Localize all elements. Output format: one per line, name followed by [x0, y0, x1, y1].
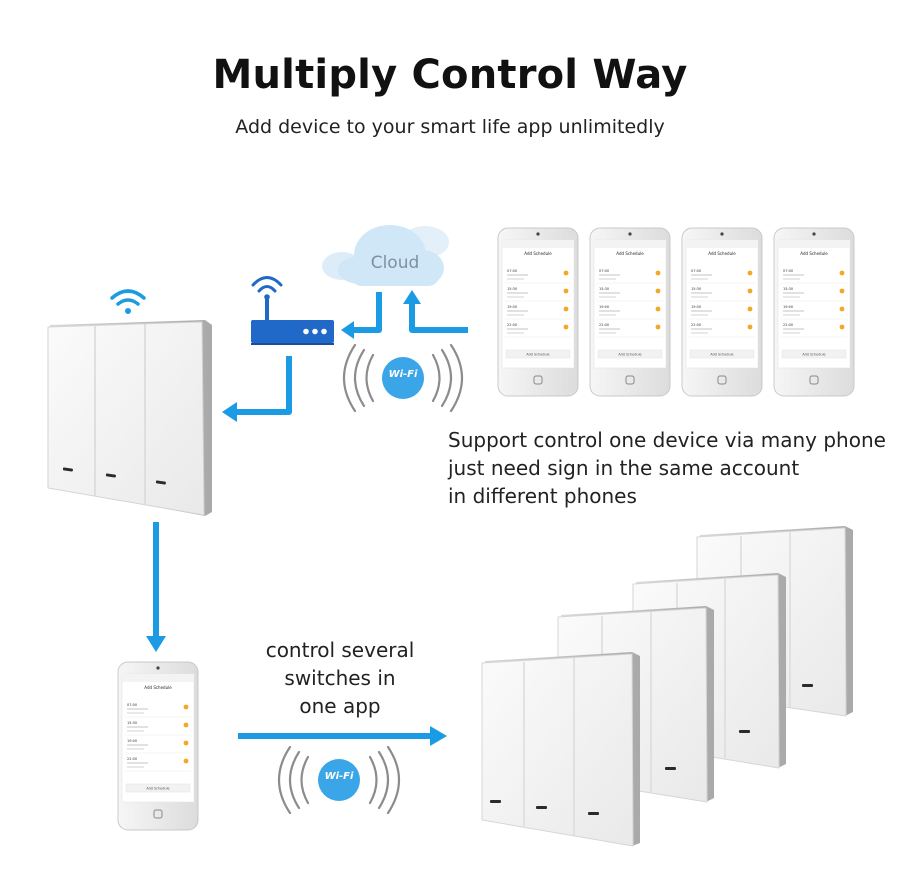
toggle-icon	[748, 325, 753, 330]
toggle-icon	[564, 307, 569, 312]
schedule-time: 15:30	[783, 287, 793, 291]
caption-line: control several	[250, 636, 430, 664]
caption-line: in different phones	[448, 482, 886, 510]
schedule-time: 15:30	[599, 287, 609, 291]
main-switch-panel	[48, 320, 212, 516]
schedule-time: 07:00	[507, 269, 517, 273]
schedule-time: 07:00	[127, 703, 137, 707]
schedule-time: 19:00	[691, 305, 701, 309]
schedule-time: 07:00	[691, 269, 701, 273]
add-schedule-button: Add Schedule	[710, 353, 733, 357]
caption-line: Support control one device via many phon…	[448, 426, 886, 454]
toggle-icon	[656, 325, 661, 330]
toggle-icon	[748, 307, 753, 312]
wifi-signal-icon	[112, 291, 144, 314]
wifi-badge-label-2: Wi-Fi	[320, 771, 358, 782]
toggle-icon	[840, 307, 845, 312]
caption-line: just need sign in the same account	[448, 454, 886, 482]
schedule-time: 22:00	[127, 757, 137, 761]
schedule-time: 07:00	[783, 269, 793, 273]
toggle-icon	[840, 289, 845, 294]
schedule-time: 07:00	[599, 269, 609, 273]
multi-phone-caption: Support control one device via many phon…	[448, 426, 886, 510]
toggle-icon	[748, 289, 753, 294]
add-schedule-button: Add Schedule	[618, 353, 641, 357]
toggle-icon	[184, 741, 189, 746]
schedule-time: 22:00	[599, 323, 609, 327]
toggle-icon	[656, 289, 661, 294]
toggle-icon	[564, 289, 569, 294]
cloud-label: Cloud	[360, 253, 430, 273]
phone-screen-title: Add Schedule	[800, 251, 828, 256]
schedule-time: 15:30	[691, 287, 701, 291]
switch-panel-1	[482, 652, 640, 846]
schedule-time: 19:00	[599, 305, 609, 309]
toggle-icon	[184, 759, 189, 764]
phone-screen-title: Add Schedule	[144, 685, 172, 690]
toggle-icon	[840, 325, 845, 330]
caption-line: one app	[250, 692, 430, 720]
router-icon	[251, 278, 334, 346]
toggle-icon	[184, 705, 189, 710]
schedule-time: 15:30	[127, 721, 137, 725]
schedule-time: 22:00	[507, 323, 517, 327]
schedule-time: 22:00	[783, 323, 793, 327]
phone-screen-title: Add Schedule	[708, 251, 736, 256]
schedule-time: 19:00	[783, 305, 793, 309]
phone-screen-title: Add Schedule	[616, 251, 644, 256]
add-schedule-button: Add Schedule	[526, 353, 549, 357]
toggle-icon	[564, 271, 569, 276]
toggle-icon	[748, 271, 753, 276]
toggle-icon	[564, 325, 569, 330]
phone-screen-title: Add Schedule	[524, 251, 552, 256]
toggle-icon	[656, 271, 661, 276]
schedule-time: 19:00	[507, 305, 517, 309]
caption-line: switches in	[250, 664, 430, 692]
toggle-icon	[840, 271, 845, 276]
schedule-time: 22:00	[691, 323, 701, 327]
add-schedule-button: Add Schedule	[802, 353, 825, 357]
toggle-icon	[656, 307, 661, 312]
several-switches-caption: control several switches in one app	[250, 636, 430, 720]
schedule-time: 15:30	[507, 287, 517, 291]
toggle-icon	[184, 723, 189, 728]
schedule-time: 19:00	[127, 739, 137, 743]
add-schedule-button: Add Schedule	[146, 787, 169, 791]
wifi-badge-label: Wi-Fi	[384, 369, 422, 380]
